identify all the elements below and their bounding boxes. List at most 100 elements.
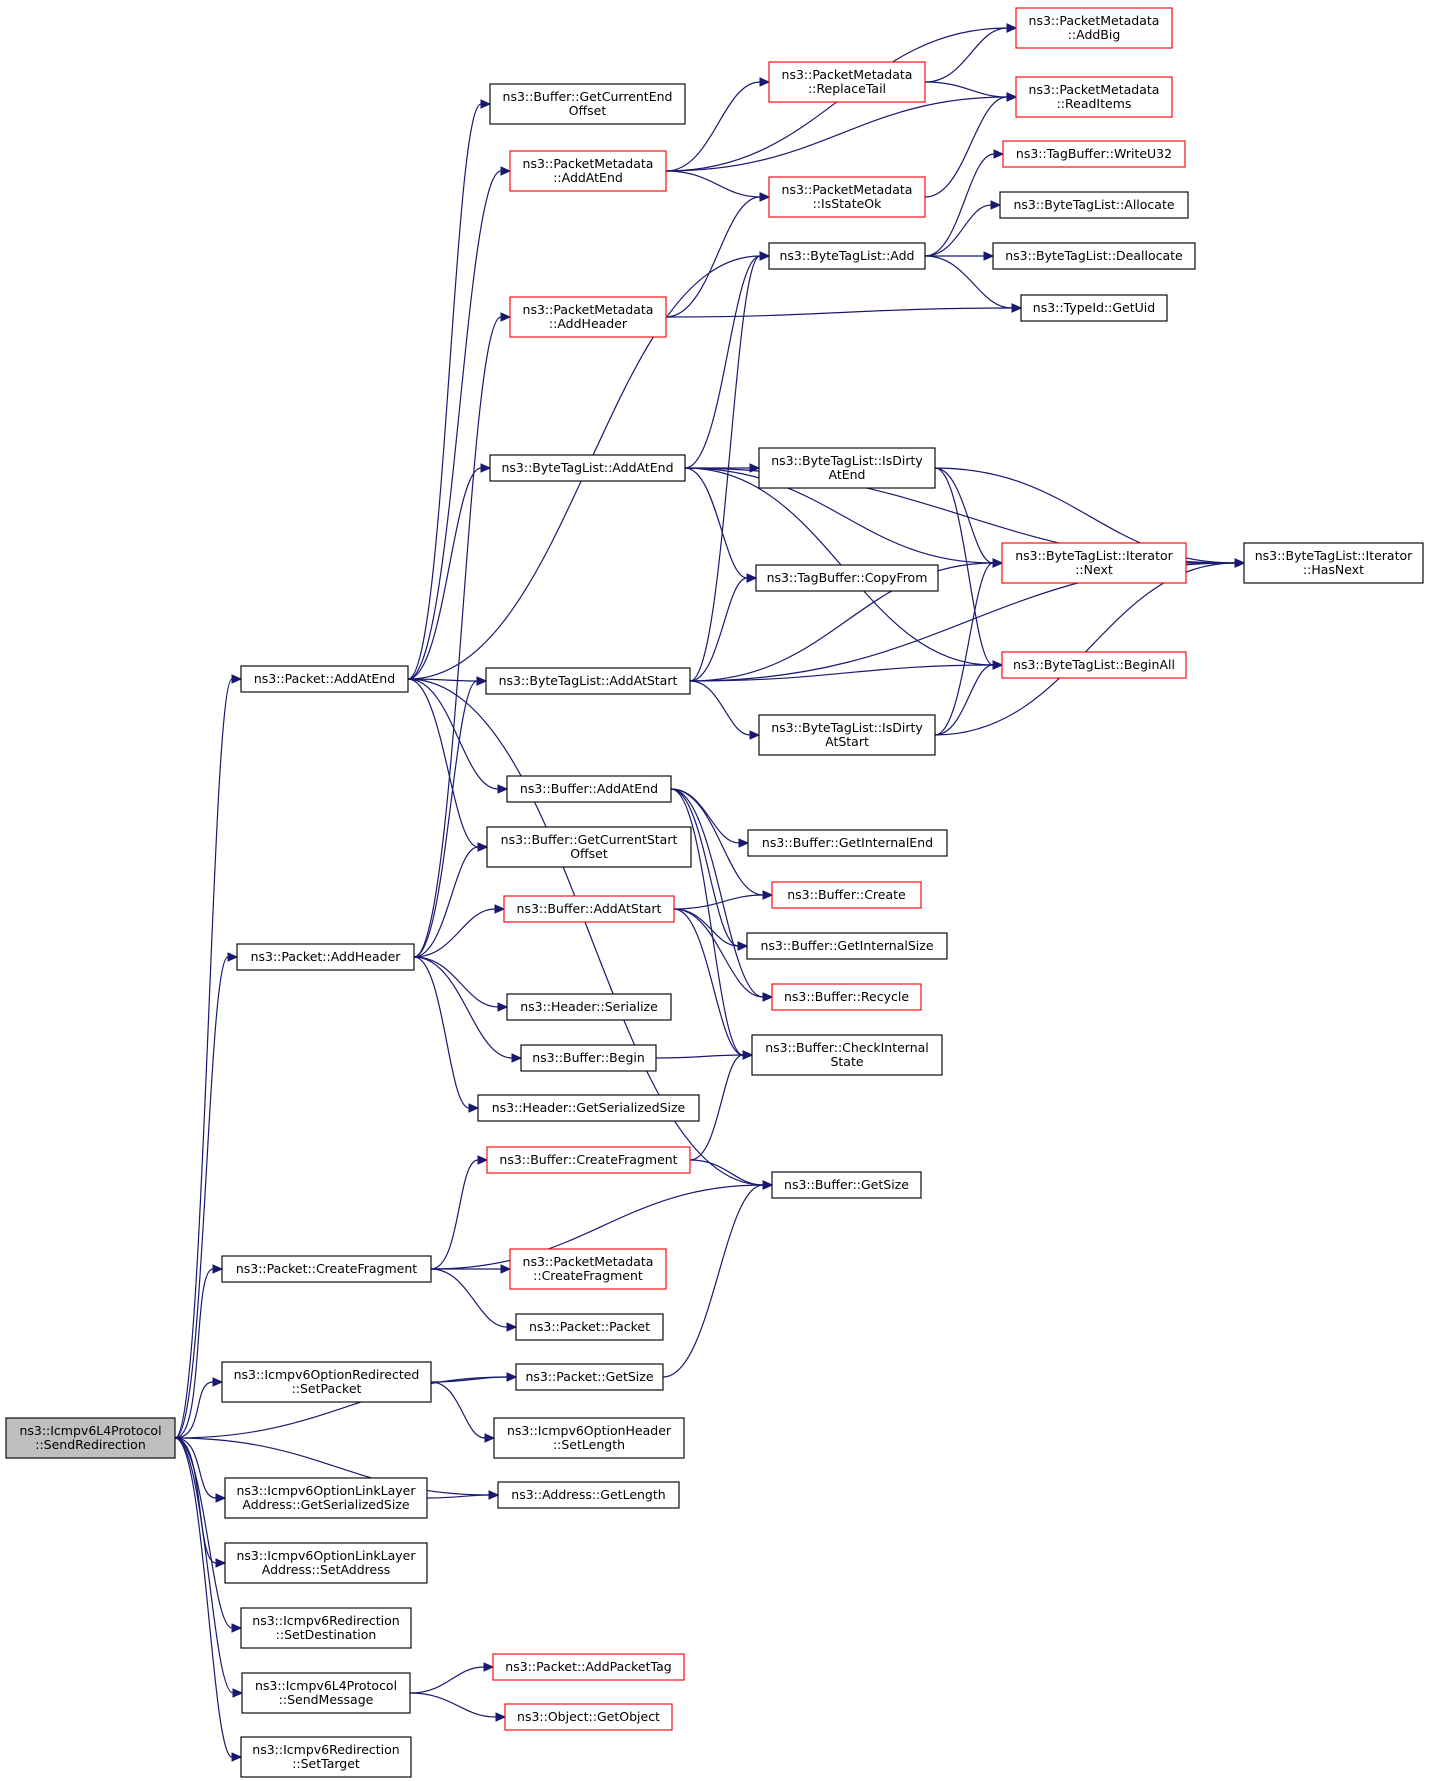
edge-line [430, 1159, 479, 1270]
node-redir-setpacket[interactable]: ns3::Icmpv6OptionRedirected::SetPacket [221, 1361, 432, 1403]
node-label-line: ::SetLength [553, 1437, 625, 1452]
node-btl-allocate[interactable]: ns3::ByteTagList::Allocate [999, 191, 1189, 219]
node-label-line: ns3::PacketMetadata [782, 182, 913, 197]
edge-buf_addatstart-to-buf_getintsize [673, 908, 749, 951]
edge-pkt_addheader-to-buf_getcurstart [413, 842, 489, 958]
node-btl-addatend[interactable]: ns3::ByteTagList::AddAtEnd [489, 454, 686, 482]
node-l4-sendmsg[interactable]: ns3::Icmpv6L4Protocol::SendMessage [241, 1672, 411, 1714]
node-box [771, 1171, 922, 1199]
edge-btl_addatend-to-btl_add [684, 251, 771, 469]
node-btl-it-hasnext[interactable]: ns3::ByteTagList::Iterator::HasNext [1243, 542, 1424, 584]
node-box [221, 1361, 432, 1403]
edge-line [407, 678, 764, 1186]
node-pkt-addpkttag[interactable]: ns3::Packet::AddPacketTag [492, 1653, 685, 1681]
node-btl-deallocate[interactable]: ns3::ByteTagList::Deallocate [992, 242, 1196, 270]
edge-line [673, 908, 764, 998]
edge-line [174, 1381, 214, 1439]
node-label-line: Address::SetAddress [262, 1562, 391, 1577]
edge-btl_isdirtystart-to-btl_it_hasnext [934, 558, 1246, 736]
node-box [489, 454, 686, 482]
edge-arrowhead [983, 251, 995, 261]
node-pm-readitems[interactable]: ns3::PacketMetadata::ReadItems [1015, 76, 1173, 118]
node-pm-addheader[interactable]: ns3::PacketMetadata::AddHeader [509, 296, 667, 338]
node-buf-addatend[interactable]: ns3::Buffer::AddAtEnd [506, 775, 672, 803]
edge-pm_replacetail-to-pm_addbig [924, 23, 1018, 83]
edge-arrowhead [497, 1002, 509, 1012]
edge-arrowhead [232, 1688, 244, 1698]
node-buf-addatstart[interactable]: ns3::Buffer::AddAtStart [503, 895, 675, 923]
node-pkt-getsize[interactable]: ns3::Packet::GetSize [515, 1363, 664, 1391]
node-label-line: ns3::ByteTagList::AddAtStart [499, 673, 678, 688]
node-buf-getintsize[interactable]: ns3::Buffer::GetInternalSize [746, 932, 948, 960]
edge-line [413, 956, 470, 1109]
node-box [755, 564, 939, 592]
node-box [506, 775, 672, 803]
node-pkt-createfrag[interactable]: ns3::Packet::CreateFragment [221, 1255, 432, 1283]
node-box [493, 1417, 685, 1459]
node-box [1015, 76, 1173, 118]
node-label-line: ns3::Buffer::Recycle [784, 989, 909, 1004]
node-box [771, 983, 922, 1011]
node-opthdr-setlen[interactable]: ns3::Icmpv6OptionHeader::SetLength [493, 1417, 685, 1459]
edge-line [924, 153, 995, 257]
edge-btl_isdirtyend-to-btl_it_next [934, 467, 1004, 568]
edge-root-to-redir_setpacket [174, 1377, 224, 1439]
edge-redir_setpacket-to-opthdr_setlen [430, 1381, 496, 1443]
node-pm-addbig[interactable]: ns3::PacketMetadata::AddBig [1015, 7, 1173, 49]
node-btl-beginall[interactable]: ns3::ByteTagList::BeginAll [1001, 651, 1187, 679]
edge-line [665, 307, 1013, 318]
node-box [241, 1672, 411, 1714]
edge-arrowhead [1234, 558, 1246, 568]
node-buf-begin[interactable]: ns3::Buffer::Begin [520, 1044, 657, 1072]
node-buf-getintend[interactable]: ns3::Buffer::GetInternalEnd [747, 829, 948, 857]
node-ll-getserial[interactable]: ns3::Icmpv6OptionLinkLayerAddress::GetSe… [224, 1477, 428, 1519]
node-box [1015, 7, 1173, 49]
edge-line [174, 1437, 217, 1564]
node-ll-setaddr[interactable]: ns3::Icmpv6OptionLinkLayerAddress::SetAd… [224, 1542, 428, 1584]
edge-arrowhead [477, 842, 489, 852]
node-buf-recycle[interactable]: ns3::Buffer::Recycle [771, 983, 922, 1011]
node-pkt-addatend[interactable]: ns3::Packet::AddAtEnd [240, 665, 409, 693]
node-hdr-getserial[interactable]: ns3::Header::GetSerializedSize [477, 1094, 700, 1122]
node-typeid-getuid[interactable]: ns3::TypeId::GetUid [1020, 294, 1168, 322]
edge-arrowhead [483, 1662, 495, 1672]
node-addr-getlen[interactable]: ns3::Address::GetLength [497, 1481, 680, 1509]
node-tb-copyfrom[interactable]: ns3::TagBuffer::CopyFrom [755, 564, 939, 592]
edge-line [662, 1184, 764, 1378]
node-box [240, 1607, 412, 1649]
node-btl-addatstart[interactable]: ns3::ByteTagList::AddAtStart [485, 667, 691, 695]
node-buf-getsize[interactable]: ns3::Buffer::GetSize [771, 1171, 922, 1199]
node-buf-createfrag[interactable]: ns3::Buffer::CreateFragment [486, 1146, 691, 1174]
node-label-line: ::ReplaceTail [808, 81, 886, 96]
node-label-line: ::AddAtEnd [553, 170, 623, 185]
edge-line [407, 170, 502, 680]
node-hdr-serialize[interactable]: ns3::Header::Serialize [506, 993, 672, 1021]
node-redir-settarget[interactable]: ns3::Icmpv6Redirection::SetTarget [240, 1736, 412, 1778]
node-pm-replacetail[interactable]: ns3::PacketMetadata::ReplaceTail [768, 61, 926, 103]
node-obj-getobj[interactable]: ns3::Object::GetObject [504, 1703, 673, 1731]
node-buf-create[interactable]: ns3::Buffer::Create [771, 881, 922, 909]
node-label-line: ::AddHeader [549, 316, 628, 331]
node-btl-add[interactable]: ns3::ByteTagList::Add [768, 242, 926, 270]
edge-line [426, 1494, 490, 1499]
edge-line [670, 788, 739, 947]
edge-arrowhead [488, 1490, 500, 1500]
node-btl-it-next[interactable]: ns3::ByteTagList::Iterator::Next [1001, 542, 1187, 584]
edge-arrowhead [738, 838, 750, 848]
node-pm-createfrag[interactable]: ns3::PacketMetadata::CreateFragment [509, 1248, 667, 1290]
node-label-line: ns3::Buffer::GetSize [784, 1177, 909, 1192]
node-root[interactable]: ns3::Icmpv6L4Protocol::SendRedirection [5, 1417, 176, 1459]
node-pkt-addheader[interactable]: ns3::Packet::AddHeader [236, 943, 415, 971]
node-pm-addatend[interactable]: ns3::PacketMetadata::AddAtEnd [509, 150, 667, 192]
node-tb-writeu32[interactable]: ns3::TagBuffer::WriteU32 [1002, 140, 1186, 168]
node-pm-isstateok[interactable]: ns3::PacketMetadata::IsStateOk [768, 176, 926, 218]
node-redir-setdest[interactable]: ns3::Icmpv6Redirection::SetDestination [240, 1607, 412, 1649]
node-pkt-packet[interactable]: ns3::Packet::Packet [515, 1313, 664, 1341]
edge-arrowhead [231, 1752, 243, 1762]
